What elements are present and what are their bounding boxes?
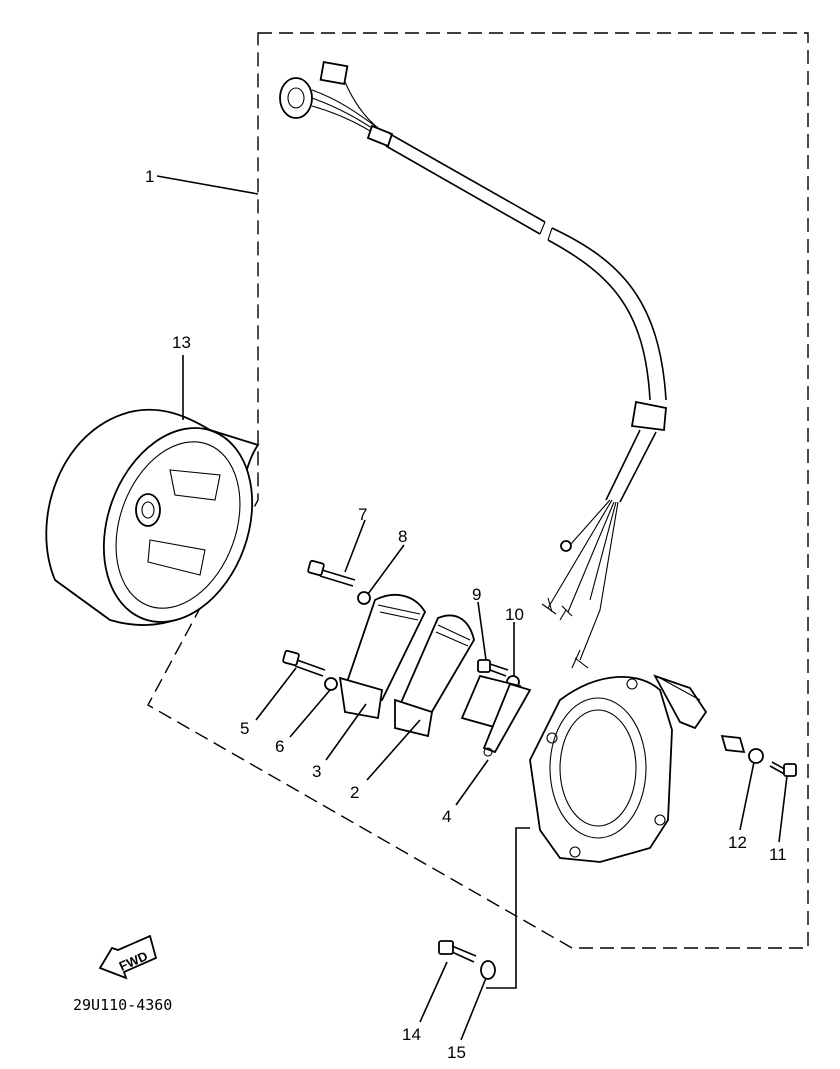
wire-harness — [279, 61, 667, 669]
fwd-arrow: FWD — [98, 934, 158, 980]
bolt-9 — [477, 659, 509, 677]
callout-12: 12 — [728, 833, 747, 852]
callout-1: 1 — [145, 167, 154, 186]
bolt-11 — [769, 761, 797, 777]
washer-6 — [324, 677, 338, 691]
coil-2 — [394, 614, 475, 738]
callout-6: 6 — [275, 737, 284, 756]
flywheel-rotor — [45, 408, 260, 626]
assembly-boundary — [147, 32, 809, 949]
callout-8: 8 — [398, 527, 407, 546]
bolt-5 — [282, 649, 326, 677]
callout-7: 7 — [358, 505, 367, 524]
callout-9: 9 — [472, 585, 481, 604]
part-code: 29U110-4360 — [73, 996, 172, 1014]
callout-numbers: 1 13 7 8 9 10 5 6 3 2 4 12 11 14 15 — [145, 167, 787, 1062]
callout-11: 11 — [769, 845, 787, 864]
callout-4: 4 — [442, 807, 451, 826]
callout-13: 13 — [172, 333, 191, 352]
callout-15: 15 — [447, 1043, 466, 1062]
stator-base-plate — [529, 674, 708, 863]
callout-14: 14 — [402, 1025, 421, 1044]
bolt-7 — [307, 559, 356, 587]
washer-8 — [357, 591, 371, 605]
washer-15 — [480, 960, 496, 980]
coil-3 — [338, 594, 427, 720]
callout-10: 10 — [505, 605, 524, 624]
bushing — [720, 734, 746, 754]
callout-2: 2 — [350, 783, 359, 802]
pickup-coil-4 — [460, 674, 532, 757]
washer-12 — [748, 748, 764, 764]
callout-3: 3 — [312, 762, 321, 781]
bolt-14 — [438, 940, 477, 963]
callout-5: 5 — [240, 719, 249, 738]
leader-lines — [156, 175, 788, 1041]
